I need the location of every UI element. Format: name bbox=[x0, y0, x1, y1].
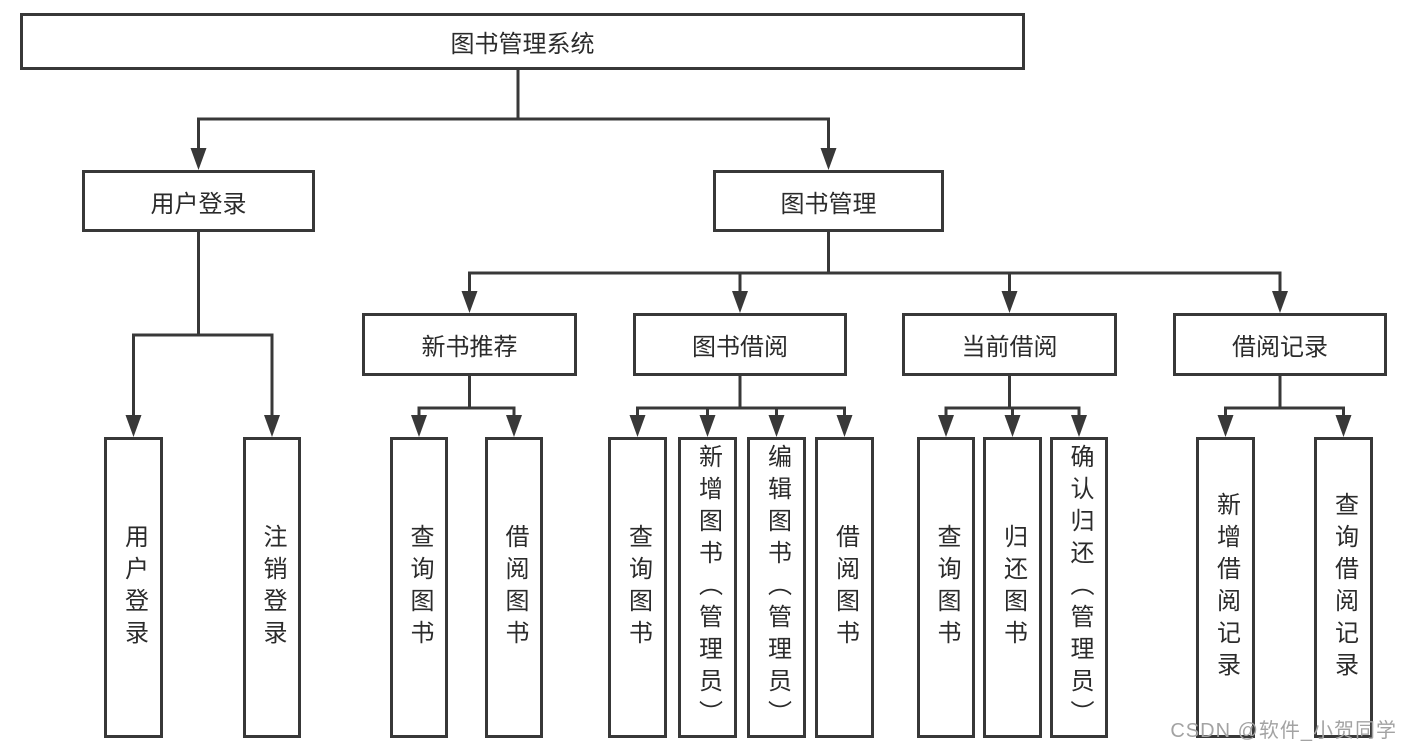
arrow-down-icon bbox=[820, 148, 837, 170]
leaf-borrowing-borrow-books: 借阅图书 bbox=[815, 437, 874, 738]
arrow-down-icon bbox=[768, 415, 785, 437]
arrow-down-icon bbox=[1001, 291, 1018, 313]
leaf-current-return-books: 归还图书 bbox=[983, 437, 1042, 738]
leaf-newbooks-borrow-books: 借阅图书 bbox=[485, 437, 543, 738]
arrow-down-icon bbox=[732, 291, 748, 313]
arrow-down-icon bbox=[1272, 291, 1288, 313]
leaf-borrowing-query-books: 查询图书 bbox=[608, 437, 667, 738]
arrow-down-icon bbox=[411, 415, 427, 437]
node-library-management-system: 图书管理系统 bbox=[20, 13, 1025, 70]
arrow-down-icon bbox=[190, 148, 207, 170]
arrow-down-icon bbox=[938, 415, 954, 437]
arrow-down-icon bbox=[461, 291, 478, 313]
node-book-borrowing: 图书借阅 bbox=[633, 313, 847, 376]
node-book-management: 图书管理 bbox=[713, 170, 944, 232]
leaf-borrowing-add-book-admin: 新增图书（管理员） bbox=[678, 437, 737, 738]
arrow-down-icon bbox=[1071, 415, 1087, 437]
arrow-down-icon bbox=[629, 415, 646, 437]
leaf-current-confirm-return-admin: 确认归还（管理员） bbox=[1050, 437, 1108, 738]
leaf-current-query-books: 查询图书 bbox=[917, 437, 975, 738]
leaf-logout: 注销登录 bbox=[243, 437, 301, 738]
arrow-down-icon bbox=[264, 415, 280, 437]
leaf-newbooks-query-books: 查询图书 bbox=[390, 437, 448, 738]
arrow-down-icon bbox=[836, 415, 853, 437]
leaf-records-add-record: 新增借阅记录 bbox=[1196, 437, 1255, 738]
leaf-borrowing-edit-book-admin: 编辑图书（管理员） bbox=[747, 437, 806, 738]
node-current-borrowing: 当前借阅 bbox=[902, 313, 1117, 376]
arrow-down-icon bbox=[699, 415, 716, 437]
node-borrow-records: 借阅记录 bbox=[1173, 313, 1387, 376]
node-new-book-recommend: 新书推荐 bbox=[362, 313, 577, 376]
arrow-down-icon bbox=[506, 415, 522, 437]
leaf-records-query-record: 查询借阅记录 bbox=[1314, 437, 1373, 738]
watermark: CSDN @软件_小贺同学 bbox=[1170, 720, 1397, 742]
arrow-down-icon bbox=[1335, 415, 1352, 437]
arrow-down-icon bbox=[125, 415, 142, 437]
arrow-down-icon bbox=[1217, 415, 1234, 437]
node-user-login: 用户登录 bbox=[82, 170, 315, 232]
leaf-user-login: 用户登录 bbox=[104, 437, 163, 738]
arrow-down-icon bbox=[1004, 415, 1021, 437]
